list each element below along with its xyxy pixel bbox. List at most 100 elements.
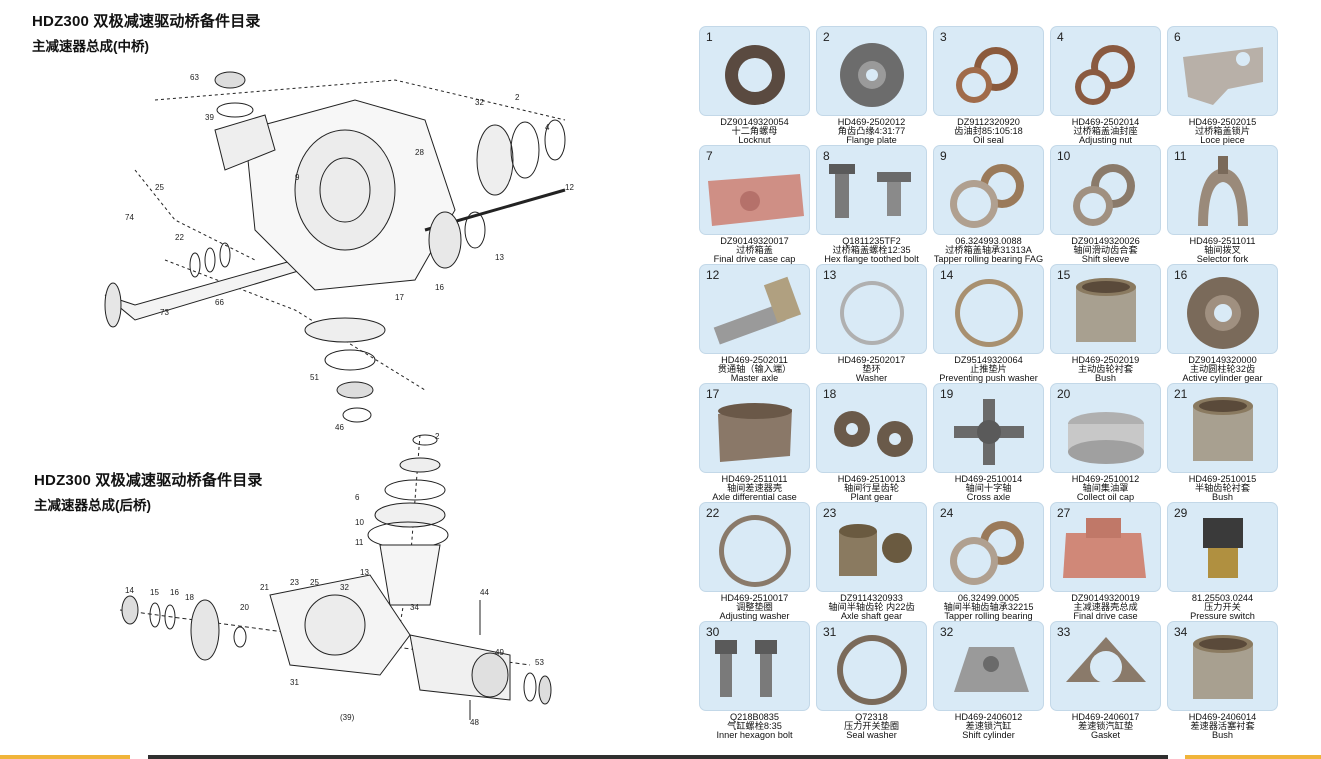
part-number: 4 — [1057, 30, 1064, 44]
part-name-en: Bush — [1212, 492, 1233, 502]
svg-text:16: 16 — [435, 283, 444, 292]
part-photo: 2 — [816, 26, 927, 116]
svg-text:25: 25 — [310, 578, 319, 587]
lock-piece-icon — [1183, 47, 1263, 105]
part-name-cn: 主动圆柱轮32齿 — [1189, 364, 1256, 374]
part-card: 1 DZ90149320054 十二角螺母 Locknut — [698, 26, 811, 145]
part-name-cn: 调整垫圈 — [736, 602, 773, 612]
part-code: DZ90149320019 — [1071, 593, 1140, 603]
washer-icon — [840, 281, 904, 345]
part-number: 6 — [1174, 30, 1181, 44]
svg-text:22: 22 — [175, 233, 184, 242]
part-number: 8 — [823, 149, 830, 163]
part-name-cn: 半轴齿轮衬套 — [1194, 483, 1251, 493]
svg-text:23: 23 — [290, 578, 299, 587]
part-code: HD469-2510017 — [720, 593, 789, 603]
part-code: Q72318 — [855, 712, 888, 722]
adjusting-nut-icon — [1075, 45, 1135, 105]
part-photo: 22 — [699, 502, 810, 592]
svg-text:15: 15 — [150, 588, 159, 597]
part-name-en: Adjusting nut — [1078, 135, 1133, 145]
part-code: Q218B0835 — [729, 712, 780, 722]
part-code: DZ90149320054 — [720, 117, 789, 127]
part-number: 13 — [823, 268, 837, 282]
part-name-cn: 气缸螺栓8:35 — [727, 721, 782, 731]
footer-accent-right — [1185, 755, 1321, 759]
svg-text:39: 39 — [205, 113, 214, 122]
svg-text:2: 2 — [435, 432, 440, 441]
gasket-icon — [1066, 637, 1146, 683]
part-card: 17 HD469-2511011 轴间差速器壳 Axle differentia… — [698, 383, 811, 502]
part-number: 15 — [1057, 268, 1071, 282]
part-photo: 14 — [933, 264, 1044, 354]
part-code: HD469-2510013 — [837, 474, 906, 484]
part-photo: 21 — [1167, 383, 1278, 473]
section1-title: HDZ300 双极减速驱动桥备件目录 — [32, 13, 261, 30]
part-code: HD469-2406017 — [1071, 712, 1140, 722]
part-name-cn: 过桥箱盖 — [736, 245, 773, 255]
part-name-cn: 垫环 — [862, 364, 881, 374]
part-photo: 9 — [933, 145, 1044, 235]
part-name-cn: 差速锁汽缸垫 — [1077, 721, 1134, 731]
shift-sleeve-icon — [1073, 164, 1135, 226]
parts-catalog-grid: 1 DZ90149320054 十二角螺母 Locknut 2 HD469-25… — [698, 26, 1279, 740]
part-card: 22 HD469-2510017 调整垫圈 Adjusting washer — [698, 502, 811, 621]
svg-text:9: 9 — [295, 173, 300, 182]
svg-text:44: 44 — [480, 588, 489, 597]
part-card: 18 HD469-2510013 轴间行星齿轮 Plant gear — [815, 383, 928, 502]
svg-text:34: 34 — [410, 603, 419, 612]
part-name-en: Bush — [1095, 373, 1116, 383]
part-photo: 8 — [816, 145, 927, 235]
part-number: 31 — [823, 625, 837, 639]
svg-text:4: 4 — [545, 123, 550, 132]
part-name-cn: 主动齿轮衬套 — [1077, 364, 1134, 374]
part-photo: 12 — [699, 264, 810, 354]
part-card: 8 Q1811235TF2 过桥箱盖螺栓12:35 Hex flange too… — [815, 145, 928, 264]
svg-text:13: 13 — [495, 253, 504, 262]
part-number: 1 — [706, 30, 713, 44]
part-photo: 34 — [1167, 621, 1278, 711]
bearing-icon — [950, 521, 1024, 585]
part-card: 4 HD469-2502014 过桥箱盖油封座 Adjusting nut — [1049, 26, 1162, 145]
part-photo: 1 — [699, 26, 810, 116]
part-name-cn: 轴间滑动齿合套 — [1073, 245, 1138, 255]
shift-cylinder-icon — [954, 647, 1029, 692]
cylinder-gear-icon — [1187, 277, 1259, 349]
part-code: HD469-2406012 — [954, 712, 1023, 722]
part-card: 29 81.25503.0244 压力开关 Pressure switch — [1166, 502, 1279, 621]
svg-text:49: 49 — [495, 648, 504, 657]
part-code: 06.32499.0005 — [957, 593, 1020, 603]
part-number: 14 — [940, 268, 954, 282]
push-washer-icon — [955, 279, 1023, 347]
part-card: 6 HD469-2502015 过桥箱盖锁片 Loce piece — [1166, 26, 1279, 145]
svg-text:14: 14 — [125, 586, 134, 595]
part-card: 23 DZ9114320933 轴间半轴齿轮 内22齿 Axle shaft g… — [815, 502, 928, 621]
part-name-en: Seal washer — [846, 730, 897, 740]
part-number: 9 — [940, 149, 947, 163]
part-name-cn: 轴间行星齿轮 — [843, 483, 900, 493]
part-name-cn: 轴间半轴齿轮 内22齿 — [828, 602, 915, 612]
selector-fork-icon — [1198, 156, 1248, 226]
part-name-en: Final drive case — [1073, 611, 1138, 621]
part-name-en: Bush — [1212, 730, 1233, 740]
part-card: 33 HD469-2406017 差速锁汽缸垫 Gasket — [1049, 621, 1162, 740]
part-card: 31 Q72318 压力开关垫圈 Seal washer — [815, 621, 928, 740]
part-code: HD469-2510015 — [1188, 474, 1257, 484]
part-photo: 10 — [1050, 145, 1161, 235]
svg-text:32: 32 — [340, 583, 349, 592]
part-name-cn: 贯通轴（输入端） — [717, 364, 792, 374]
section2-title: HDZ300 双极减速驱动桥备件目录 — [34, 472, 263, 489]
part-code: Q1811235TF2 — [842, 236, 901, 246]
part-name-en: Final drive case cap — [713, 254, 796, 264]
part-name-cn: 差速器活塞衬套 — [1190, 721, 1255, 731]
part-name-en: Hex flange toothed bolt — [824, 254, 919, 264]
section2-subtitle: 主减速器总成(后桥) — [34, 498, 151, 513]
section1-subtitle: 主减速器总成(中桥) — [32, 39, 149, 54]
hexagon-bolt-icon — [715, 640, 777, 697]
part-name-en: Active cylinder gear — [1182, 373, 1263, 383]
part-name-cn: 十二角螺母 — [731, 126, 778, 136]
part-name-en: Axle shaft gear — [840, 611, 903, 621]
bush-icon — [1076, 278, 1136, 342]
part-photo: 24 — [933, 502, 1044, 592]
svg-text:74: 74 — [125, 213, 134, 222]
